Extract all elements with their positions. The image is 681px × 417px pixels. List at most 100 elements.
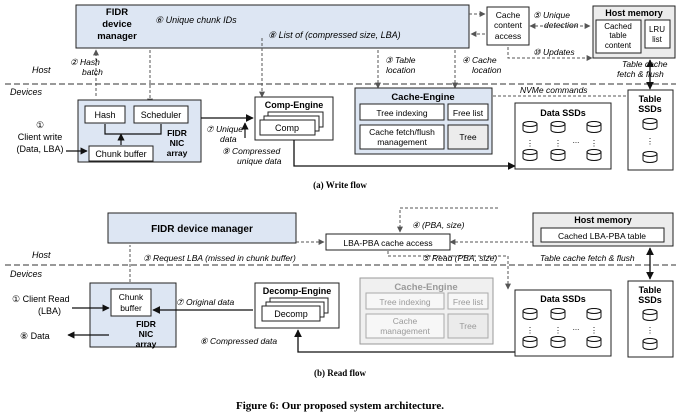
host-label: Host <box>32 65 51 75</box>
decomp-box <box>261 305 321 322</box>
chunk-buffer-label: Chunk buffer <box>95 149 146 159</box>
chunk-buffer-read-box <box>110 288 152 317</box>
hash-batch-label: ② Hash <box>70 57 100 67</box>
decomp-label: Decomp <box>274 309 308 319</box>
tree-label: Tree <box>459 132 476 142</box>
svg-text:buffer: buffer <box>120 303 142 313</box>
svg-text:NIC: NIC <box>170 138 185 148</box>
list-compressed-label: ⑧ List of (compressed size, LBA) <box>268 30 401 40</box>
table-cache-fetch-label: Table cache <box>622 59 668 69</box>
host-memory-read-label: Host memory <box>574 215 632 225</box>
free-list-read-label: Free list <box>453 297 484 307</box>
scheduler-label: Scheduler <box>141 110 182 120</box>
chunk-buffer-read-label: Chunk <box>119 292 144 302</box>
comp-box <box>259 119 316 136</box>
pba-size-label: ④ (PBA, size) <box>412 220 465 230</box>
svg-text:(LBA): (LBA) <box>38 306 61 316</box>
tree-indexing-read-label: Tree indexing <box>379 297 430 307</box>
cache-engine-label: Cache-Engine <box>391 92 454 103</box>
svg-text:...: ... <box>573 136 580 145</box>
cache-fetch-flush-box <box>359 124 445 150</box>
svg-text:content: content <box>494 20 523 30</box>
updates-label: ⑩ Updates <box>533 47 575 57</box>
hash-box <box>84 105 126 124</box>
client-write-label: ① <box>36 120 44 130</box>
svg-text:content: content <box>605 41 632 50</box>
svg-text:data: data <box>220 134 237 144</box>
svg-text:fetch & flush: fetch & flush <box>617 69 664 79</box>
unique-chunk-ids-label: ⑥ Unique chunk IDs <box>155 15 237 25</box>
svg-text:table: table <box>609 31 627 40</box>
free-list-box <box>447 103 489 121</box>
table-cache-fetch-read-label: Table cache fetch & flush <box>540 253 635 263</box>
svg-text:array: array <box>136 339 157 349</box>
svg-text:management: management <box>380 326 430 336</box>
cached-lba-pba-label: Cached LBA-PBA table <box>558 231 646 241</box>
figure-caption: Figure 6: Our proposed system architectu… <box>236 400 444 412</box>
host-label-read: Host <box>32 250 51 260</box>
svg-text:list: list <box>652 35 663 44</box>
svg-text:SSDs: SSDs <box>638 295 662 305</box>
table-ssds-label: Table <box>639 94 662 104</box>
write-flow: Host Devices FIDR device manager ⑥ Uniqu… <box>5 4 676 190</box>
svg-text:(Data, LBA): (Data, LBA) <box>16 144 63 154</box>
svg-text:⋮: ⋮ <box>590 139 598 148</box>
svg-text:⋮: ⋮ <box>590 326 598 335</box>
svg-text:⋮: ⋮ <box>554 139 562 148</box>
comp-label: Comp <box>275 123 299 133</box>
tree-box <box>447 124 489 150</box>
tree-indexing-box <box>359 103 445 121</box>
data-ssds-label: Data SSDs <box>540 108 586 118</box>
decomp-engine-label: Decomp-Engine <box>263 286 332 296</box>
data-out-label: ⑧ Data <box>20 331 50 341</box>
svg-text:⋮: ⋮ <box>526 326 534 335</box>
unique-data-label: ⑦ Unique <box>206 124 243 134</box>
cached-lba-pba-box <box>540 227 665 243</box>
fidr-manager-line1: FIDR <box>106 7 128 18</box>
devices-label: Devices <box>10 87 43 97</box>
tree-indexing-label: Tree indexing <box>376 108 427 118</box>
hash-label: Hash <box>94 110 115 120</box>
devices-label-read: Devices <box>10 269 43 279</box>
table-location-label: ③ Table <box>385 55 416 65</box>
svg-text:LRU: LRU <box>649 25 665 34</box>
svg-text:Client write: Client write <box>18 132 63 142</box>
fidr-nic-label: FIDR <box>167 128 187 138</box>
svg-text:Cache fetch/flush: Cache fetch/flush <box>369 127 435 137</box>
compressed-unique-label: ⑨ Compressed <box>222 146 280 156</box>
svg-text:...: ... <box>573 323 580 332</box>
svg-text:NIC: NIC <box>139 329 154 339</box>
fidr-device-manager-read-label: FIDR device manager <box>151 224 253 235</box>
lru-list-box <box>644 19 671 49</box>
fidr-nic-read-label: FIDR <box>136 319 156 329</box>
fidr-device-manager-label: FIDR <box>106 7 128 18</box>
unique-detection-label: ⑤ Unique <box>533 10 570 20</box>
svg-text:detection: detection <box>544 20 579 30</box>
read-pba-size-label: ⑤ Read (PBA, size) <box>422 253 497 263</box>
fidr-manager-line2: device <box>102 19 132 30</box>
read-caption: (b) Read flow <box>314 368 366 378</box>
read-flow: Host Devices FIDR device manager LBA-PBA… <box>5 207 676 378</box>
table-ssds-read-label: Table <box>639 285 662 295</box>
host-memory-label: Host memory <box>605 8 663 18</box>
svg-text:⋮: ⋮ <box>526 139 534 148</box>
cache-engine-read-label: Cache-Engine <box>394 282 457 293</box>
fidr-device-manager-box <box>75 4 470 49</box>
request-lba-label: ③ Request LBA (missed in chunk buffer) <box>143 253 296 263</box>
comp-engine-label: Comp-Engine <box>265 100 324 110</box>
fidr-manager-line3: manager <box>97 31 137 42</box>
compressed-data-label: ⑥ Compressed data <box>200 336 277 346</box>
svg-text:SSDs: SSDs <box>638 104 662 114</box>
free-list-label: Free list <box>453 108 484 118</box>
cache-content-access-box <box>486 6 530 46</box>
svg-text:⋮: ⋮ <box>554 326 562 335</box>
cached-table-content-box <box>595 19 642 54</box>
lba-pba-cache-access-label: LBA-PBA cache access <box>343 238 432 248</box>
scheduler-box <box>133 105 189 124</box>
data-ssds-read-label: Data SSDs <box>540 294 586 304</box>
write-caption: (a) Write flow <box>313 180 367 190</box>
cache-location-label: ④ Cache <box>462 55 497 65</box>
chunk-buffer-box <box>88 145 154 162</box>
svg-text:access: access <box>495 31 521 41</box>
